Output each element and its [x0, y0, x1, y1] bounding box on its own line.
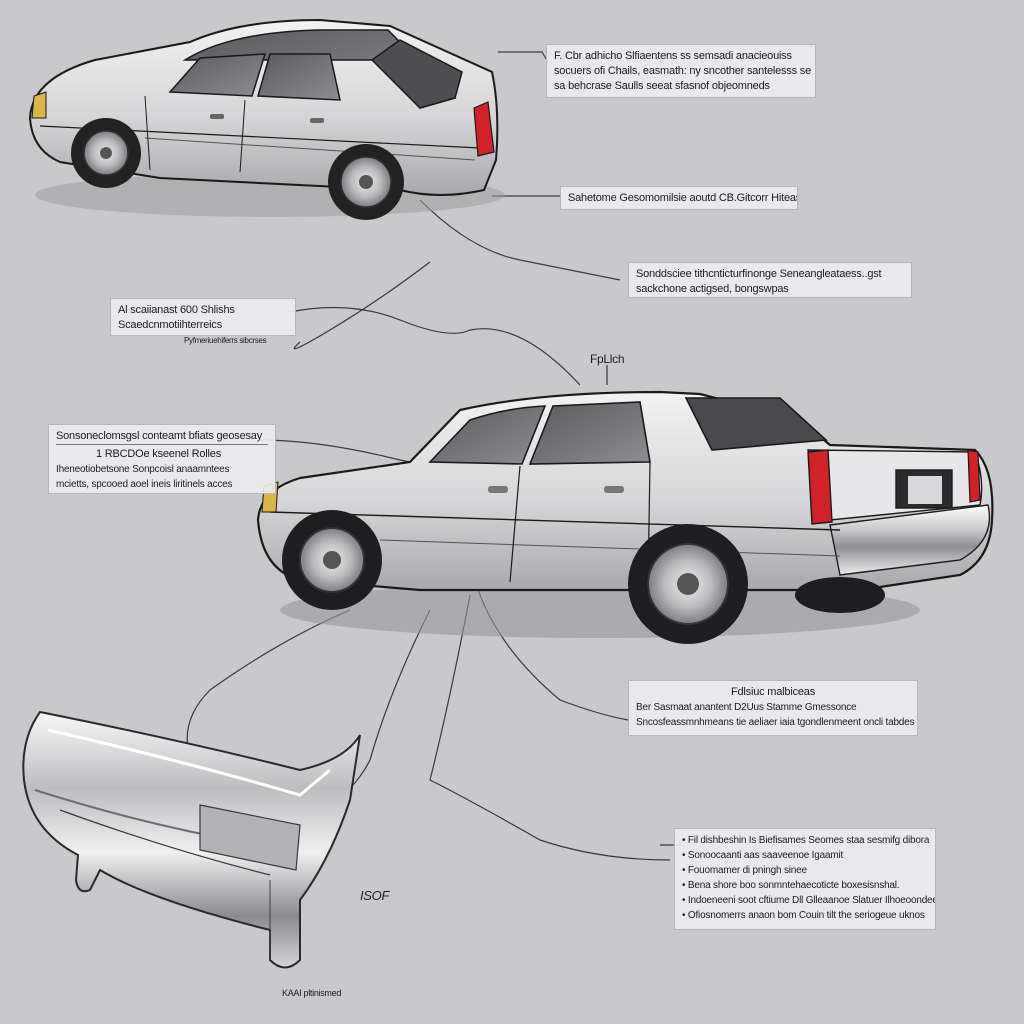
callout-header: Sonsoneclomsgsl conteamt bfiats geosesay	[56, 429, 268, 445]
bumper-part	[22, 710, 361, 969]
main-car	[256, 390, 994, 644]
list-item: Ofiosnomerrs anaon bom Couin tilt the se…	[682, 908, 928, 923]
callout-mid-left-sub: Pyfmeriuehiferrs sibcrses	[184, 336, 267, 345]
callout-text: Sahetome Gesomomilsie aoutd CB.Gitcorr H…	[568, 192, 798, 204]
callout-line: sackchone actigsed, bongswpas	[636, 283, 789, 295]
callout-line: Ber Sasmaat anantent D2Uus Stamme Gmesso…	[636, 702, 857, 713]
list-item: Fouomamer di pningh sinee	[682, 863, 928, 878]
callout-bottom-right-a: Fdlsiuc malbiceas Ber Sasmaat anantent D…	[628, 680, 918, 736]
callout-top-right: F. Cbr adhicho Slfiaentens ss semsadi an…	[546, 44, 816, 98]
list-item: Fil dishbeshin Is Biefisames Seomes staa…	[682, 833, 930, 848]
callout-line: Al scaiianast 600 Shlishs	[118, 304, 235, 316]
callout-mid-left: Al scaiianast 600 Shlishs Scaedcnmotiiht…	[110, 298, 296, 336]
bottom-label: KAAI pltinismed	[282, 988, 342, 998]
callout-line: Sonddsciee tithcnticturfinonge Seneangle…	[636, 268, 882, 280]
callout-line: Iheneotiobetsone Sonpcoisl anaamntees	[56, 464, 230, 475]
callout-line: F. Cbr adhicho Slfiaentens ss semsadi an…	[554, 50, 792, 62]
callout-title: Fdlsiuc malbiceas	[730, 686, 816, 698]
list-item: Indoeneeni soot cftiume Dll Glleaanoe Sl…	[682, 893, 935, 908]
list-item: Sonoocaanti aas saaveenoe Igaamit	[682, 848, 928, 863]
callout-line: sa behcrase Saulls seeat sfasnof objeomn…	[554, 80, 770, 92]
callout-bullet-list: Fil dishbeshin Is Biefisames Seomes staa…	[682, 833, 935, 923]
callout-line: Scaedcnmotiihterreics	[118, 319, 223, 331]
callout-left-box: Sonsoneclomsgsl conteamt bfiats geosesay…	[48, 424, 276, 494]
callout-line: Sncosfeassmnhmeans tie aeliaer iaia tgon…	[636, 717, 915, 728]
callout-bottom-right-b: Fil dishbeshin Is Biefisames Seomes staa…	[674, 828, 936, 930]
callout-line: 1 RBCDOe kseenel Rolles	[96, 448, 222, 460]
callout-line: mcietts, spcooed aoel ineis liritinels a…	[56, 479, 233, 490]
list-item: Bena shore boo sonmntehaecoticte boxesis…	[682, 878, 928, 893]
callout-rear-label: Sahetome Gesomomilsie aoutd CB.Gitcorr H…	[560, 186, 798, 210]
pointer-label: FpLlch	[590, 352, 625, 366]
callout-mid-right: Sonddsciee tithcnticturfinonge Seneangle…	[628, 262, 912, 298]
callout-line: socuers ofi Chails, easmath: ny sncother…	[554, 65, 811, 77]
bumper-label: ISOF	[360, 888, 390, 903]
top-car	[28, 18, 505, 220]
